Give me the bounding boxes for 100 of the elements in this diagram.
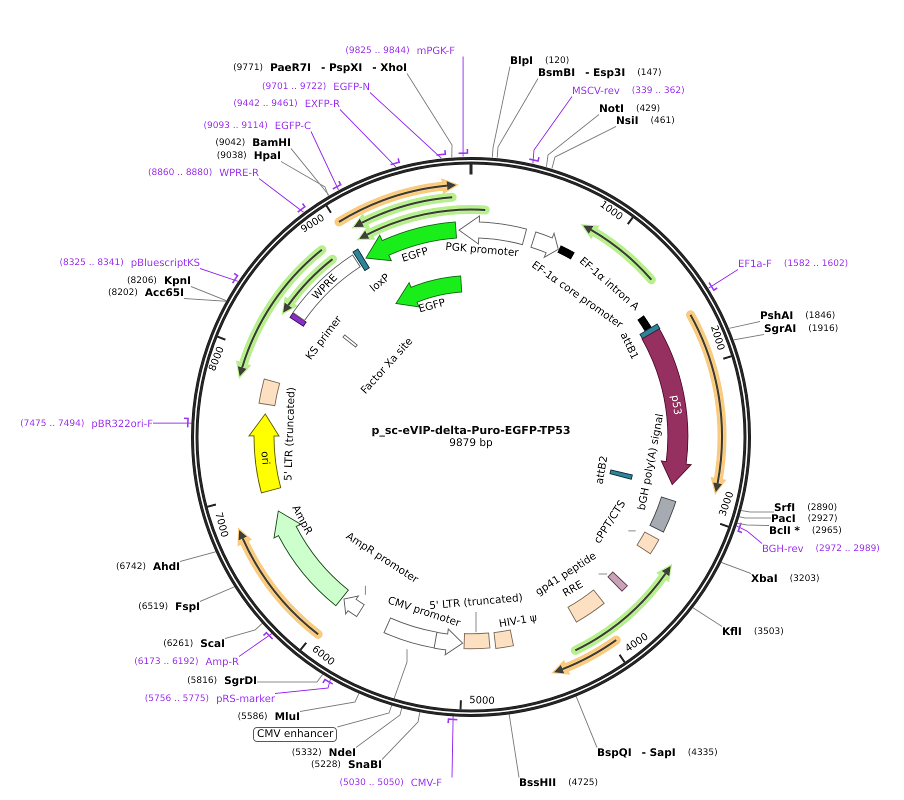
leader-line (692, 607, 722, 627)
enzyme-name: SnaBI (348, 760, 382, 770)
feature-block (462, 632, 490, 650)
leader-line (576, 696, 598, 748)
enzyme-name: SgrAI (764, 324, 796, 334)
enzyme-name: BsmBI (538, 68, 576, 78)
cut-position: (2927) (808, 514, 838, 524)
enzyme-name: Acc65I (144, 288, 184, 298)
leader-line (340, 109, 396, 168)
leader-line (382, 711, 420, 760)
primer-name: pBluescriptKS (130, 258, 200, 268)
primer-name: Amp-R (206, 656, 239, 668)
leader-line (190, 286, 227, 302)
scale-label: 3000 (718, 490, 737, 518)
feature-label: p53 (668, 394, 684, 416)
cut-position: (6742) (116, 562, 146, 572)
feature-label: EGFP (417, 296, 447, 316)
leader-line (364, 585, 366, 596)
enzyme-name: - XhoI (372, 62, 407, 74)
primer-name: EGFP-C (274, 120, 311, 132)
cut-position: (8206) (127, 276, 157, 286)
cut-position: (3203) (790, 574, 820, 584)
enzyme-name: KpnI (164, 276, 191, 286)
leader-line (508, 713, 520, 778)
enzyme-name: FspI (175, 602, 200, 612)
primer-position: (9825 .. 9844) (345, 46, 410, 56)
primer-name: EGFP-N (333, 82, 370, 92)
enzyme-name: ScaI (200, 638, 225, 650)
primer-position: (2972 .. 2989) (816, 544, 880, 554)
primer-position: (339 .. 362) (632, 86, 685, 96)
enzyme-name: BssHII (519, 778, 556, 788)
primer-position: (6173 .. 6192) (134, 656, 198, 668)
primer-name: EF1a-F (738, 258, 772, 270)
scale-label: 7000 (212, 511, 230, 539)
primer-position: (5756 .. 5775) (144, 694, 210, 704)
feature-label: RRE (560, 578, 586, 600)
feature-label: ori (258, 450, 272, 466)
primer-position: (5030 .. 5050) (339, 778, 404, 788)
enzyme-name: HpaI (254, 150, 281, 162)
primer-name: pBR322ori-F (91, 418, 153, 430)
leader-line (733, 334, 764, 340)
enzyme-name: MluI (274, 712, 300, 722)
cut-position: (2890) (807, 502, 838, 514)
leader-line (462, 56, 464, 158)
primer-name: mPGK-F (416, 46, 455, 56)
primer-position: (8860 .. 8880) (148, 168, 212, 178)
feature-label: 5' LTR (truncated) (282, 386, 298, 482)
leader-line (628, 530, 636, 532)
cut-position: (120) (545, 56, 570, 66)
feature-block (636, 314, 652, 332)
leader-line (224, 622, 263, 639)
enzyme-name: BclI * (769, 526, 800, 536)
cut-position: (461) (650, 116, 675, 126)
feature-label: PGK promoter (444, 240, 520, 260)
leader-line (720, 562, 752, 574)
cut-position: (5586) (238, 712, 268, 722)
feature-label: attB2 (594, 454, 610, 486)
leader-line (356, 707, 402, 748)
cut-position: (1916) (808, 324, 838, 334)
directional-feature-block (248, 412, 282, 494)
feature-label: HIV-1 ψ (498, 612, 538, 630)
plasmid-name: p_sc-eVIP-delta-Puro-EGFP-TP53 (371, 424, 571, 436)
leader-line (452, 715, 454, 778)
primer-name: WPRE-R (219, 168, 259, 178)
primer-position: (8325 .. 8341) (59, 258, 124, 268)
leader-line (274, 678, 332, 694)
enzyme-name: - SapI (642, 748, 676, 758)
enzyme-name: NotI (599, 104, 624, 114)
cut-position: (6519) (138, 602, 168, 612)
feature-label: bGH poly(A) signal (636, 412, 666, 512)
leader-line (300, 692, 360, 712)
primer-name: MSCV-rev (572, 86, 620, 96)
scale-label: 8000 (208, 346, 228, 374)
cut-position: (147) (637, 68, 662, 78)
leader-line (180, 551, 216, 562)
cut-position: (5332) (292, 748, 322, 758)
enzyme-name: SrfI (774, 502, 796, 514)
cut-position: (3503) (754, 626, 784, 638)
scale-label: 2000 (708, 324, 726, 352)
primer-name: CMV-F (410, 778, 442, 788)
leader-line (152, 422, 192, 424)
directional-feature-block (641, 328, 692, 486)
feature-block (636, 530, 660, 555)
primer-position: (9442 .. 9461) (233, 98, 298, 110)
enzyme-name: - PspXI (320, 62, 362, 74)
cut-position: (1846) (805, 310, 836, 322)
enzyme-name: NsiI (616, 116, 639, 126)
enzyme-name: BlpI (510, 56, 534, 66)
enzyme-name: PshAI (760, 310, 794, 322)
leader-line (736, 522, 770, 526)
leader-line (256, 674, 324, 682)
leader-line (200, 268, 238, 282)
leader-line (200, 586, 236, 602)
cut-position: (4725) (568, 778, 598, 788)
enzyme-name: BspQI (597, 748, 632, 758)
feature-label: attB1 (618, 330, 640, 362)
leader-line (551, 126, 616, 169)
enzyme-name: PacI (771, 514, 796, 524)
cut-position: (9038) (216, 150, 247, 162)
leader-line (310, 131, 339, 190)
